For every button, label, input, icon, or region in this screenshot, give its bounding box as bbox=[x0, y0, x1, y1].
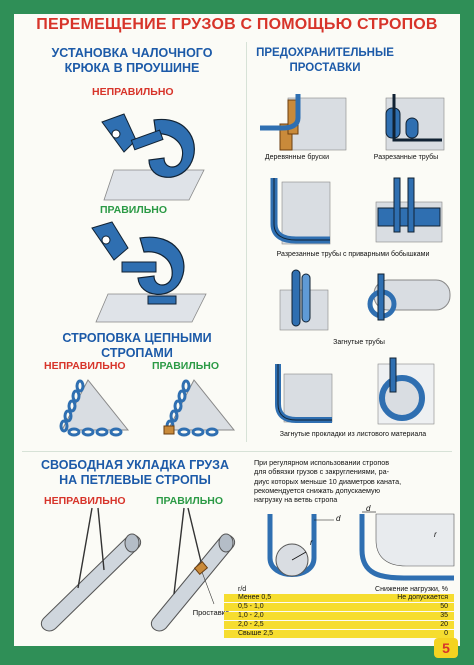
page-title: ПЕРЕМЕЩЕНИЕ ГРУЗОВ С ПОМОЩЬЮ СТРОПОВ bbox=[36, 16, 438, 33]
chain-wrong-illustration bbox=[59, 379, 130, 437]
label-wrong: НЕПРАВИЛЬНО bbox=[92, 86, 174, 98]
table-header: r/d Снижение нагрузки, % bbox=[224, 586, 454, 594]
label-wrong: НЕПРАВИЛЬНО bbox=[44, 360, 126, 372]
divider bbox=[246, 42, 247, 442]
bent-pipe-right-illustration bbox=[367, 273, 451, 321]
cell-value: 50 bbox=[440, 603, 448, 610]
note-line: нагрузку на ветвь стропа bbox=[254, 495, 338, 505]
load-reduction-table: r/d Снижение нагрузки, % Менее 0,5 Не доп… bbox=[224, 586, 454, 639]
table-row: Менее 0,5 Не допускается bbox=[224, 594, 454, 602]
caption-wood-blocks: Деревянные бруски bbox=[264, 154, 330, 161]
loop-wrong-illustration bbox=[40, 507, 142, 632]
column-header: r/d bbox=[238, 586, 247, 593]
sheet-pad-left-illustration bbox=[275, 364, 333, 423]
loop-section-title: СВОБОДНАЯ УКЛАДКА ГРУЗА НА ПЕТЛЕВЫЕ СТРО… bbox=[22, 458, 248, 488]
heading-line: СТРОПАМИ bbox=[101, 346, 173, 360]
wood-blocks-illustration bbox=[260, 94, 347, 151]
bent-pipe-left-illustration bbox=[279, 269, 329, 331]
table-row: 0,5 - 1,0 50 bbox=[224, 603, 454, 611]
loop-right-illustration bbox=[150, 507, 236, 632]
cell-value: 20 bbox=[440, 621, 448, 628]
heading-line: НА ПЕТЛЕВЫЕ СТРОПЫ bbox=[59, 473, 211, 487]
note-line: При регулярном использовании стропов bbox=[254, 458, 390, 467]
caption-welded-pipes: Разрезанные трубы с приварными бобышками bbox=[276, 251, 430, 258]
column-header: Снижение нагрузки, % bbox=[375, 586, 448, 593]
caption-sheet-pads: Загнутые прокладки из листового материал… bbox=[279, 431, 427, 438]
label-right: ПРАВИЛЬНО bbox=[100, 204, 168, 216]
label-spacer: Проставка bbox=[192, 608, 230, 617]
spacers-section-title: ПРЕДОХРАНИТЕЛЬНЫЕ ПРОСТАВКИ bbox=[250, 46, 400, 76]
note-line: для обвязки грузов с закруглениями, ра- bbox=[254, 467, 390, 477]
heading-line: КРЮКА В ПРОУШИНЕ bbox=[64, 61, 200, 75]
cell-value: 0 bbox=[444, 630, 448, 637]
cell-rd: 0,5 - 1,0 bbox=[238, 603, 264, 610]
note-line: диус которых меньше 10 диаметров каната, bbox=[254, 476, 402, 486]
caption-cut-pipes: Разрезанные трубы bbox=[373, 154, 439, 161]
page-number: 5 bbox=[434, 638, 458, 658]
heading-line: УСТАНОВКА ЧАЛОЧНОГО bbox=[51, 46, 213, 60]
heading-line: СТРОПОВКА ЦЕПНЫМИ bbox=[62, 331, 212, 345]
caption-bent-pipes: Загнутые трубы bbox=[333, 339, 385, 346]
hook-section-title: УСТАНОВКА ЧАЛОЧНОГО КРЮКА В ПРОУШИНЕ bbox=[22, 46, 242, 76]
label-right: ПРАВИЛЬНО bbox=[152, 360, 220, 372]
chain-right-illustration bbox=[163, 379, 236, 437]
welded-pipes-left-illustration bbox=[270, 178, 331, 245]
cell-rd: Менее 0,5 bbox=[238, 594, 272, 601]
note-line: рекомендуется снижать допускаемую bbox=[254, 485, 381, 495]
divider bbox=[22, 451, 452, 452]
poster-body: ПЕРЕМЕЩЕНИЕ ГРУЗОВ С ПОМОЩЬЮ СТРОПОВ УСТ… bbox=[14, 14, 460, 658]
heading-line: ПРОСТАВКИ bbox=[289, 62, 361, 74]
load-reduction-note: При регулярном использовании стропов для… bbox=[254, 458, 459, 504]
label-r: r bbox=[310, 538, 313, 547]
table-row: Свыше 2,5 0 bbox=[224, 630, 454, 638]
table-row: 1,0 - 2,0 35 bbox=[224, 612, 454, 620]
chain-section-title: СТРОПОВКА ЦЕПНЫМИ СТРОПАМИ bbox=[32, 331, 242, 361]
cell-rd: 1,0 - 2,0 bbox=[238, 612, 264, 619]
hook-right-illustration bbox=[91, 221, 207, 323]
cell-rd: Свыше 2,5 bbox=[238, 630, 273, 637]
label-d: d bbox=[336, 514, 341, 523]
cell-rd: 2,0 - 2,5 bbox=[238, 621, 264, 628]
cell-value: Не допускается bbox=[397, 594, 448, 601]
sheet-pad-right-illustration bbox=[377, 357, 435, 425]
heading-line: ПРЕДОХРАНИТЕЛЬНЫЕ bbox=[256, 47, 394, 59]
label-wrong: НЕПРАВИЛЬНО bbox=[44, 495, 126, 507]
label-r: r bbox=[434, 530, 437, 539]
welded-pipes-right-illustration bbox=[375, 177, 443, 243]
hook-wrong-illustration bbox=[101, 113, 205, 201]
cut-pipes-illustration bbox=[385, 94, 445, 151]
radius-diagram bbox=[267, 511, 455, 581]
label-right: ПРАВИЛЬНО bbox=[156, 495, 224, 507]
label-d: d bbox=[366, 504, 371, 513]
heading-line: СВОБОДНАЯ УКЛАДКА ГРУЗА bbox=[40, 458, 230, 472]
cell-value: 35 bbox=[440, 612, 448, 619]
table-row: 2,0 - 2,5 20 bbox=[224, 621, 454, 629]
